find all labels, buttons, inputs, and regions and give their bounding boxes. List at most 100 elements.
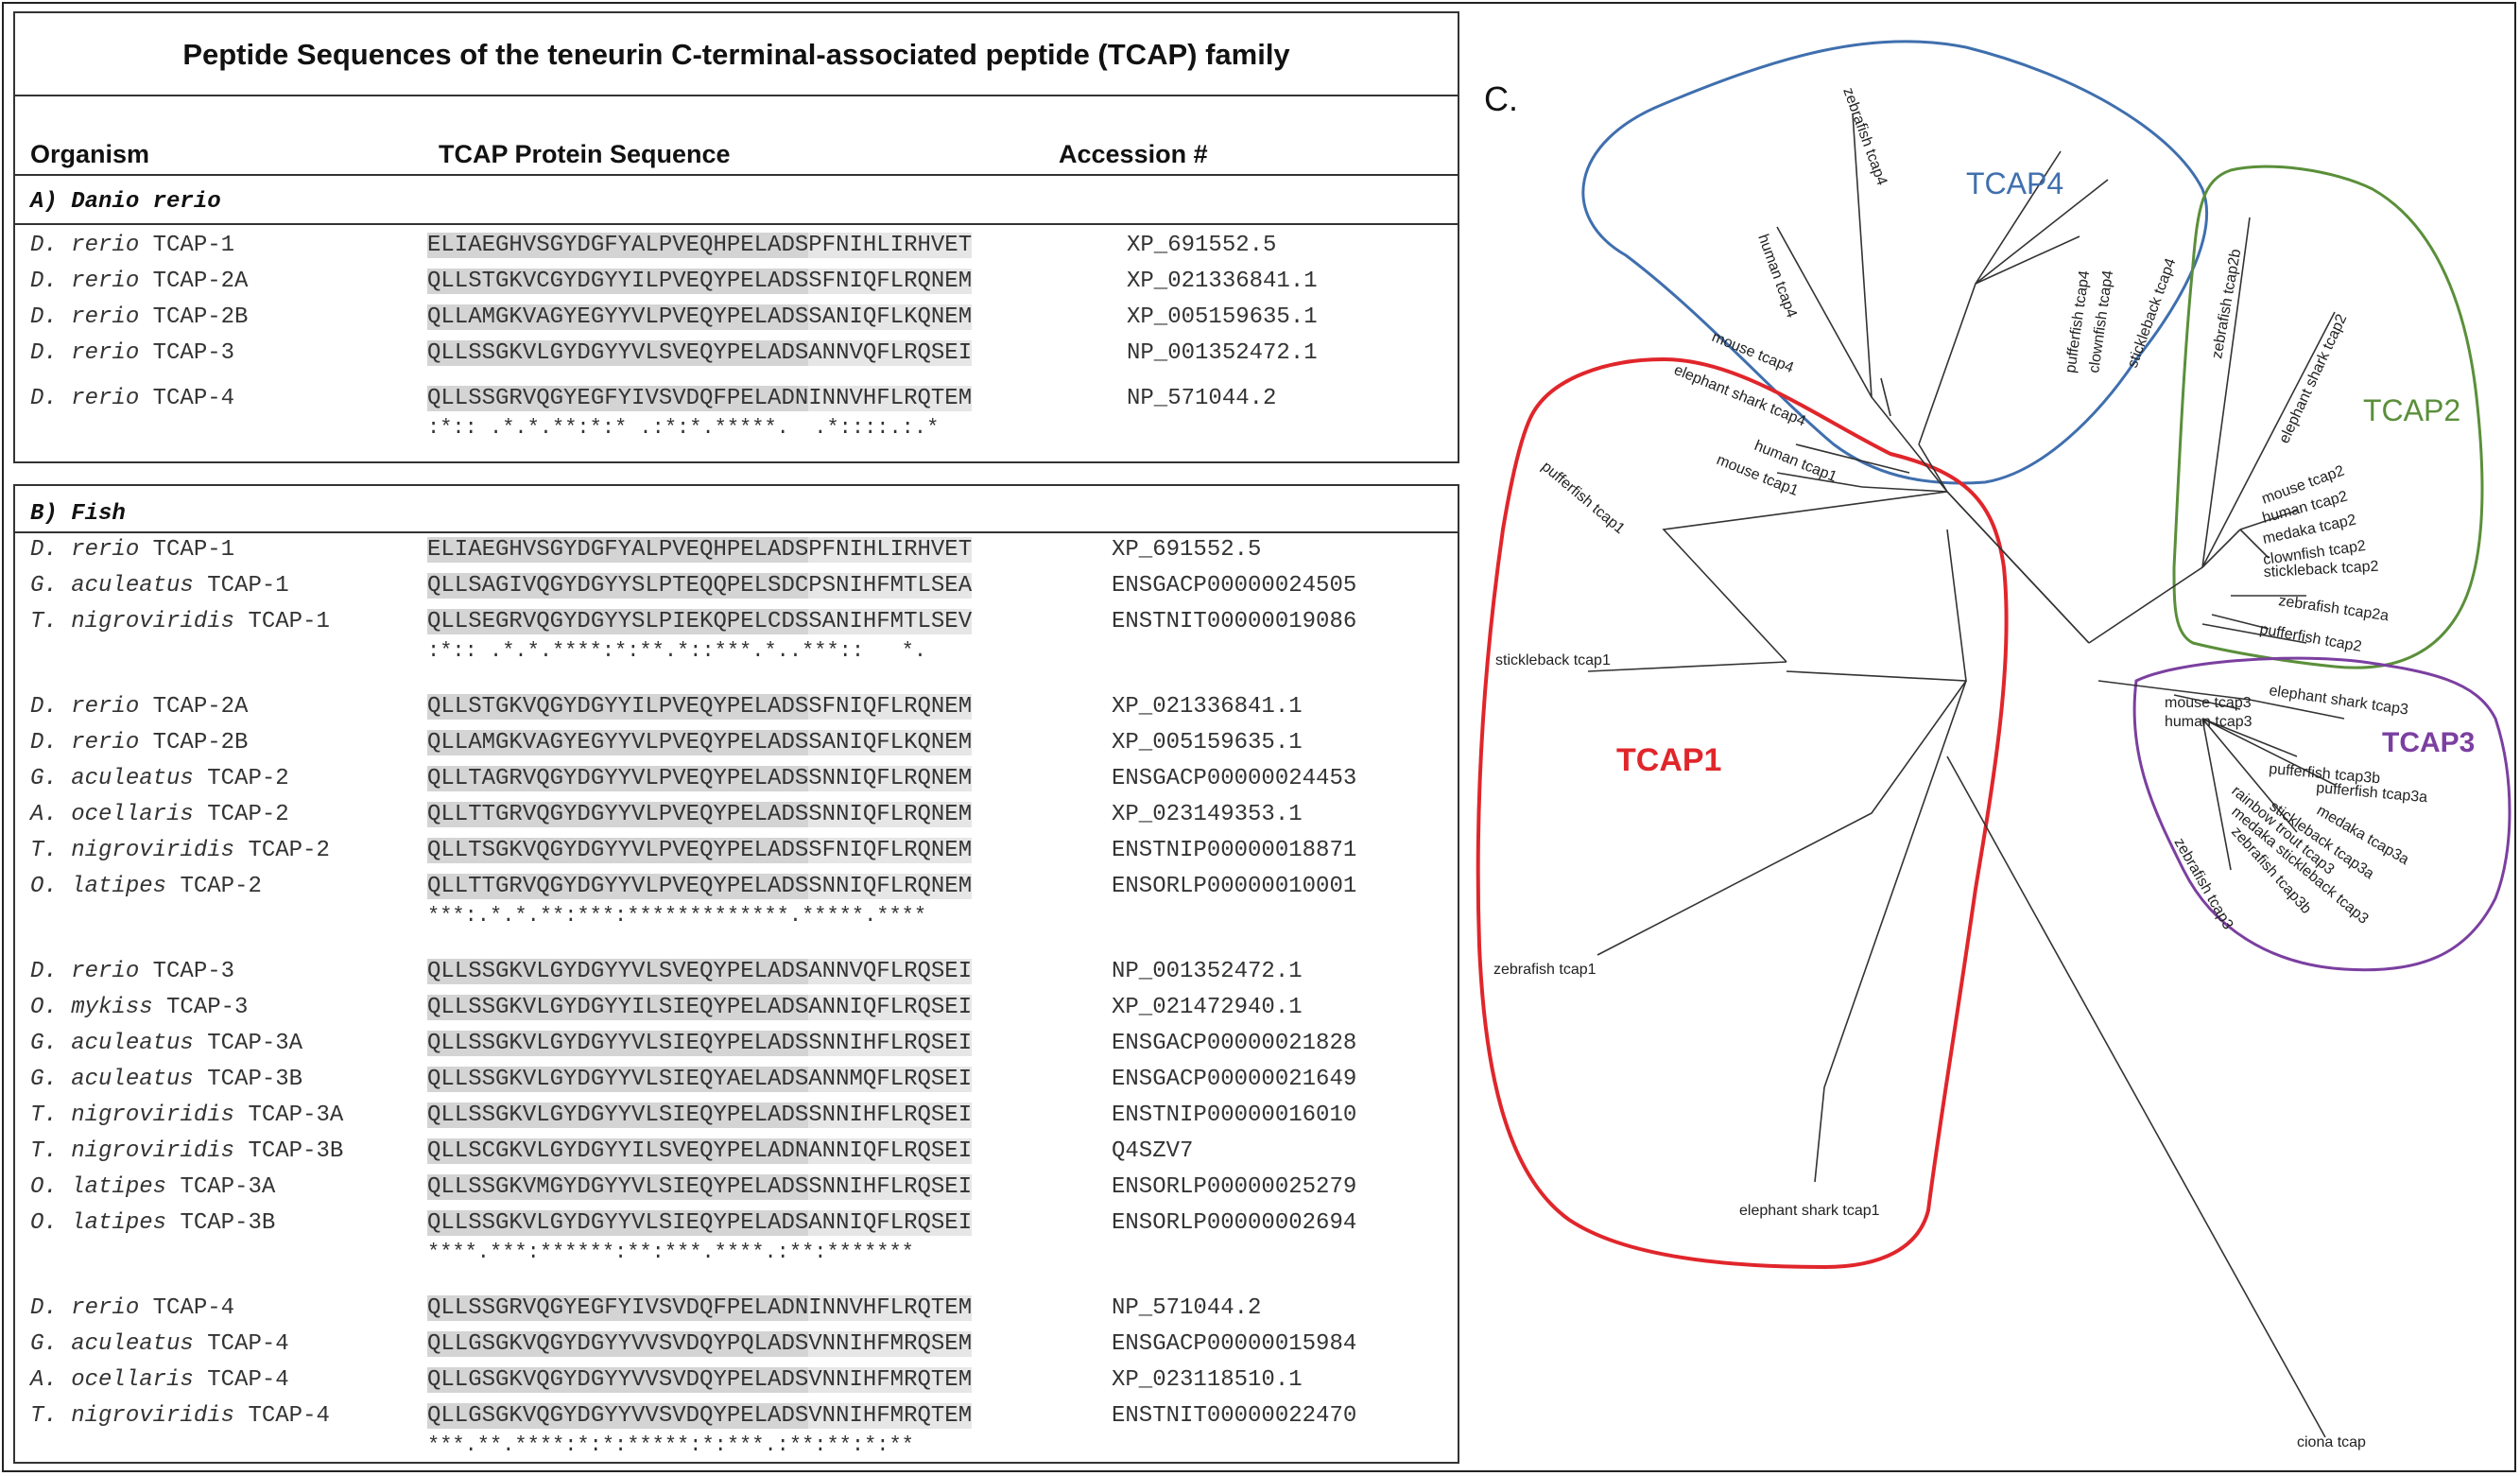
organism-name: A. ocellaris TCAP-2: [30, 802, 289, 827]
consensus-line: ****.***:******:**:***.****.:**:*******: [427, 1241, 914, 1264]
protein-sequence: QLLSSGKVLGYDGYYVLSIEQYAELADSANNMQFLRQSEI: [427, 1067, 973, 1092]
organism-name: D. rerio TCAP-2A: [30, 694, 248, 720]
sequence-text: QLLSSGKVLGYDGYYVLSIEQYPELADSSNNIHFLRQSEI: [427, 1031, 973, 1056]
sequence-text: QLLTTGRVQGYDGYYVLPVEQYPELADSSNNIQFLRQNEM: [427, 874, 973, 899]
species-name: O. latipes: [30, 874, 167, 899]
protein-name: TCAP-3: [152, 959, 235, 984]
organism-name: D. rerio TCAP-3: [30, 340, 234, 366]
species-name: T. nigroviridis: [30, 1403, 235, 1429]
species-name: O. mykiss: [30, 995, 153, 1020]
species-name: D. rerio: [30, 386, 140, 411]
sequence-text: QLLSTGKVQGYDGYYILPVEQYPELADSSFNIQFLRQNEM: [427, 694, 973, 720]
sequence-text: QLLGSGKVQGYDGYYVVSVDQYPELADSVNNIHFMRQTEM: [427, 1367, 973, 1393]
protein-sequence: QLLSCGKVLGYDGYYILSVEQYPELADNANNIQFLRQSEI: [427, 1138, 973, 1164]
sequence-text: QLLAMGKVAGYEGYYVLPVEQYPELADSSANIQFLKQNEM: [427, 304, 973, 330]
accession-number: XP_023149353.1: [1112, 802, 1303, 827]
protein-sequence: QLLTTGRVQGYDGYYVLPVEQYPELADSSNNIQFLRQNEM: [427, 802, 973, 827]
protein-name: TCAP-2A: [152, 269, 249, 294]
sequence-text: QLLTTGRVQGYDGYYVLPVEQYPELADSSNNIQFLRQNEM: [427, 802, 973, 827]
protein-name: TCAP-4: [207, 1367, 289, 1393]
sequence-text: QLLSSGRVQGYEGFYIVSVDQFPELADNINNVHFLRQTEM: [427, 1295, 973, 1321]
accession-number: NP_571044.2: [1127, 386, 1277, 411]
protein-sequence: QLLAMGKVAGYEGYYVLPVEQYPELADSSANIQFLKQNEM: [427, 730, 973, 755]
accession-number: NP_571044.2: [1112, 1295, 1262, 1321]
panel-c-label: C.: [1484, 79, 1518, 118]
protein-name: TCAP-3A: [180, 1174, 276, 1200]
species-name: T. nigroviridis: [30, 609, 235, 634]
header-divider: [15, 174, 1458, 176]
species-name: G. aculeatus: [30, 766, 194, 791]
organism-name: D. rerio TCAP-4: [30, 1295, 234, 1321]
accession-number: ENSTNIT00000019086: [1112, 609, 1357, 634]
species-name: D. rerio: [30, 233, 140, 258]
accession-number: ENSORLP00000002694: [1112, 1210, 1357, 1236]
species-name: T. nigroviridis: [30, 1138, 235, 1164]
accession-number: XP_691552.5: [1127, 233, 1277, 258]
accession-number: XP_005159635.1: [1112, 730, 1303, 755]
figure-title: Peptide Sequences of the teneurin C-term…: [182, 38, 1290, 71]
protein-sequence: QLLSSGKVLGYDGYYILSIEQYPELADSANNIQFLRQSEI: [427, 995, 973, 1020]
species-name: D. rerio: [30, 340, 140, 366]
species-name: A. ocellaris: [30, 802, 194, 827]
accession-number: ENSGACP00000021649: [1112, 1067, 1357, 1092]
accession-number: ENSGACP00000015984: [1112, 1331, 1357, 1357]
organism-name: G. aculeatus TCAP-1: [30, 573, 289, 599]
organism-name: T. nigroviridis TCAP-2: [30, 838, 330, 863]
protein-sequence: QLLSSGKVMGYDGYYVLSIEQYPELADSSNNIHFLRQSEI: [427, 1174, 973, 1200]
sequence-text: QLLSCGKVLGYDGYYILSVEQYPELADNANNIQFLRQSEI: [427, 1138, 973, 1164]
accession-number: Q4SZV7: [1112, 1138, 1194, 1164]
species-name: D. rerio: [30, 959, 140, 984]
protein-sequence: QLLSSGKVLGYDGYYVLSIEQYPELADSANNIQFLRQSEI: [427, 1210, 973, 1236]
section-b-label: B) Fish: [30, 501, 126, 527]
organism-name: O. latipes TCAP-3A: [30, 1174, 275, 1200]
accession-number: NP_001352472.1: [1112, 959, 1303, 984]
organism-name: D. rerio TCAP-2A: [30, 269, 248, 294]
consensus-line: ***:.*.*.**:***:*************.*****.****: [427, 904, 927, 928]
organism-name: T. nigroviridis TCAP-3A: [30, 1103, 343, 1128]
species-name: D. rerio: [30, 304, 140, 330]
sequence-text: ELIAEGHVSGYDGFYALPVEQHPELADSPFNIHLIRHVET: [427, 233, 973, 258]
protein-sequence: QLLSSGKVLGYDGYYVLSIEQYPELADSSNNIHFLRQSEI: [427, 1103, 973, 1128]
organism-name: G. aculeatus TCAP-2: [30, 766, 289, 791]
header-organism: Organism: [30, 140, 150, 168]
protein-sequence: QLLSSGKVLGYDGYYVLSVEQYPELADSANNVQFLRQSEI: [427, 340, 973, 366]
organism-name: D. rerio TCAP-1: [30, 537, 234, 563]
accession-number: XP_021336841.1: [1127, 269, 1318, 294]
consensus-line: :*:: .*.*.****:*:**.*::***.*..***:: *.: [427, 639, 927, 663]
protein-name: TCAP-4: [152, 386, 235, 411]
protein-name: TCAP-2: [207, 766, 289, 791]
sequence-text: QLLSAGIVQGYDGYYSLPTEQQPELSDCPSNIHFMTLSEA: [427, 573, 973, 599]
protein-name: TCAP-2A: [152, 694, 249, 720]
species-name: A. ocellaris: [30, 1367, 194, 1393]
sequence-text: QLLTSGKVQGYDGYYVLPVEQYPELADSSFNIQFLRQNEM: [427, 838, 973, 863]
protein-name: TCAP-3: [166, 995, 249, 1020]
protein-name: TCAP-1: [152, 537, 235, 563]
accession-number: ENSGACP00000021828: [1112, 1031, 1357, 1056]
species-name: G. aculeatus: [30, 573, 194, 599]
species-name: D. rerio: [30, 1295, 140, 1321]
protein-name: TCAP-3: [152, 340, 235, 366]
protein-name: TCAP-1: [207, 573, 289, 599]
species-name: D. rerio: [30, 730, 140, 755]
protein-sequence: QLLGSGKVQGYDGYYVVSVDQYPELADSVNNIHFMRQTEM: [427, 1403, 973, 1429]
protein-sequence: QLLTTGRVQGYDGYYVLPVEQYPELADSSNNIQFLRQNEM: [427, 874, 973, 899]
sequence-text: QLLSSGKVLGYDGYYVLSIEQYPELADSANNIQFLRQSEI: [427, 1210, 973, 1236]
header-accession: Accession #: [1059, 140, 1208, 168]
sequence-text: QLLGSGKVQGYDGYYVVSVDQYPELADSVNNIHFMRQTEM: [427, 1403, 973, 1429]
protein-name: TCAP-3A: [248, 1103, 344, 1128]
protein-name: TCAP-1: [248, 609, 330, 634]
protein-sequence: QLLTAGRVQGYDGYYVLPVEQYPELADSSNNIQFLRQNEM: [427, 766, 973, 791]
accession-number: ENSORLP00000025279: [1112, 1174, 1357, 1200]
protein-sequence: QLLSSGRVQGYEGFYIVSVDQFPELADNINNVHFLRQTEM: [427, 1295, 973, 1321]
protein-name: TCAP-3B: [248, 1138, 344, 1164]
organism-name: D. rerio TCAP-3: [30, 959, 234, 984]
sequence-text: QLLAMGKVAGYEGYYVLPVEQYPELADSSANIQFLKQNEM: [427, 730, 973, 755]
accession-number: ENSTNIT00000022470: [1112, 1403, 1357, 1429]
protein-sequence: QLLSSGKVLGYDGYYVLSIEQYPELADSSNNIHFLRQSEI: [427, 1031, 973, 1056]
organism-name: D. rerio TCAP-4: [30, 386, 234, 411]
sequence-text: QLLSSGKVLGYDGYYVLSVEQYPELADSANNVQFLRQSEI: [427, 340, 973, 366]
organism-name: T. nigroviridis TCAP-3B: [30, 1138, 343, 1164]
sequence-text: QLLSSGKVLGYDGYYVLSIEQYAELADSANNMQFLRQSEI: [427, 1067, 973, 1092]
